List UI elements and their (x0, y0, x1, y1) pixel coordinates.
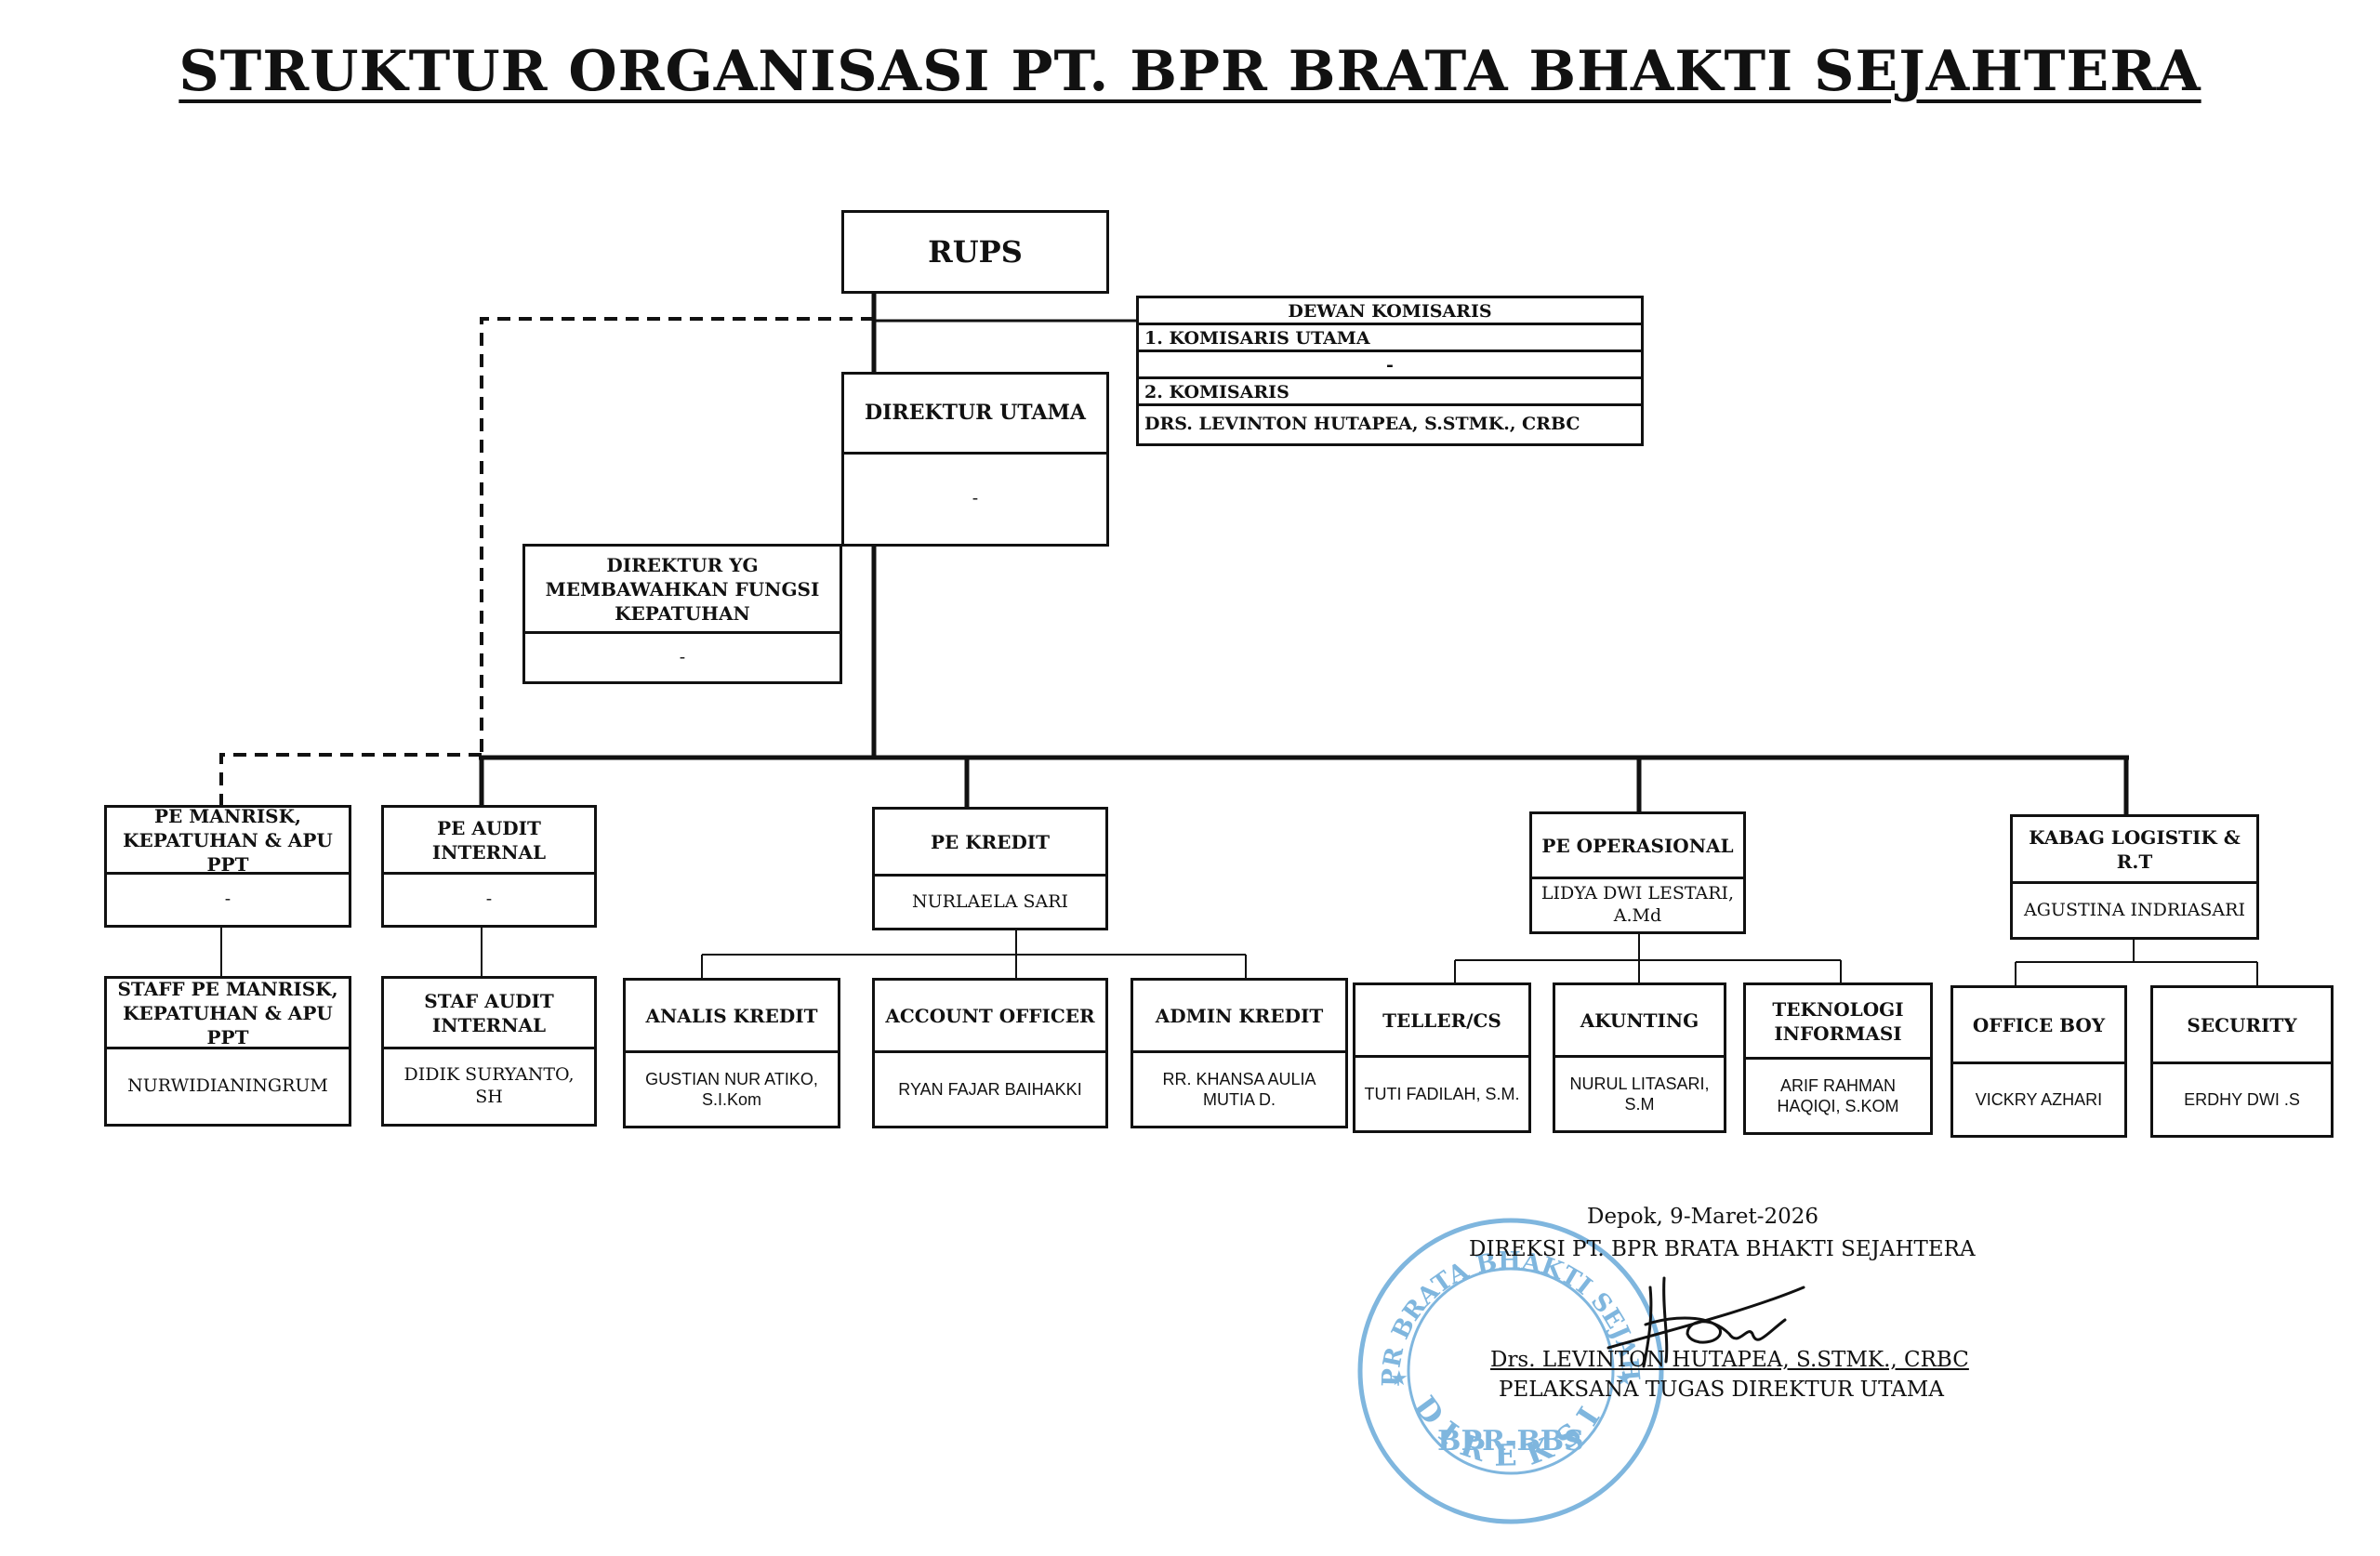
stamp-star-icon: ★ (1615, 1367, 1633, 1391)
pe-audit-internal-name: - (485, 889, 493, 910)
teknologi-informasi-name: ARIF RAHMAN HAQIQI, S.KOM (1777, 1075, 1899, 1116)
akunting-title: AKUNTING (1555, 985, 1724, 1058)
stamp-star-icon: ★ (1390, 1367, 1408, 1391)
teller-cs-name: TUTI FADILAH, S.M. (1364, 1084, 1520, 1103)
pe-audit-internal-title: PE AUDIT INTERNAL (384, 808, 594, 875)
staf-audit-name: DIDIK SURYANTO, SH (403, 1064, 575, 1107)
security-name: ERDHY DWI .S (2184, 1089, 2300, 1109)
pe-kredit-title: PE KREDIT (875, 810, 1105, 877)
pe-manrisk-title: PE MANRISK, KEPATUHAN & APU PPT (107, 805, 349, 876)
staff-manrisk-box: STAFF PE MANRISK, KEPATUHAN & APU PPT NU… (104, 976, 351, 1127)
rups-box: RUPS (841, 210, 1109, 294)
direktur-kepatuhan-title: DIREKTUR YG MEMBAWAHKAN FUNGSI KEPATUHAN (525, 547, 840, 634)
signature-name: Drs. LEVINTON HUTAPEA, S.STMK., CRBC (1490, 1348, 1969, 1372)
analis-kredit-box: ANALIS KREDIT GUSTIAN NUR ATIKO, S.I.Kom (623, 978, 840, 1128)
account-officer-title: ACCOUNT OFFICER (875, 981, 1105, 1053)
office-boy-name: VICKRY AZHARI (1975, 1089, 2103, 1109)
kabag-logistik-title: KABAG LOGISTIK & R.T (2013, 817, 2256, 884)
komisaris-utama-label: 1. KOMISARIS UTAMA (1139, 325, 1641, 352)
admin-kredit-title: ADMIN KREDIT (1133, 981, 1345, 1053)
pe-kredit-name: NURLAELA SARI (911, 890, 1069, 912)
pe-audit-internal-box: PE AUDIT INTERNAL - (381, 805, 597, 928)
dewan-komisaris-header: DEWAN KOMISARIS (1139, 298, 1641, 325)
stamp-center-text: BPR-BBS (1437, 1425, 1584, 1457)
handwritten-signature (1606, 1276, 1805, 1368)
komisaris-name: DRS. LEVINTON HUTAPEA, S.STMK., CRBC (1144, 414, 1580, 434)
account-officer-box: ACCOUNT OFFICER RYAN FAJAR BAIHAKKI (872, 978, 1108, 1128)
signature-org: DIREKSI PT. BPR BRATA BHAKTI SEJAHTERA (1469, 1237, 1976, 1261)
security-box: SECURITY ERDHY DWI .S (2150, 985, 2334, 1138)
pe-kredit-box: PE KREDIT NURLAELA SARI (872, 807, 1108, 930)
komisaris-label: 2. KOMISARIS (1139, 379, 1641, 406)
pe-manrisk-box: PE MANRISK, KEPATUHAN & APU PPT - (104, 805, 351, 928)
staf-audit-box: STAF AUDIT INTERNAL DIDIK SURYANTO, SH (381, 976, 597, 1127)
komisaris-utama-name: - (1139, 352, 1641, 379)
teller-cs-box: TELLER/CS TUTI FADILAH, S.M. (1353, 982, 1531, 1133)
signature-place-date: Depok, 9-Maret-2026 (1587, 1205, 1819, 1229)
analis-kredit-title: ANALIS KREDIT (626, 981, 838, 1053)
analis-kredit-name: GUSTIAN NUR ATIKO, S.I.Kom (645, 1069, 818, 1110)
security-title: SECURITY (2153, 988, 2331, 1064)
staf-audit-title: STAF AUDIT INTERNAL (384, 979, 594, 1049)
direktur-kepatuhan-name: - (679, 646, 686, 667)
pe-operasional-name: LIDYA DWI LESTARI, A.Md (1540, 883, 1735, 926)
kabag-logistik-box: KABAG LOGISTIK & R.T AGUSTINA INDRIASARI (2010, 814, 2259, 940)
admin-kredit-box: ADMIN KREDIT RR. KHANSA AULIA MUTIA D. (1130, 978, 1348, 1128)
signature-role: PELAKSANA TUGAS DIREKTUR UTAMA (1499, 1378, 1944, 1402)
office-boy-box: OFFICE BOY VICKRY AZHARI (1950, 985, 2127, 1138)
staff-manrisk-title: STAFF PE MANRISK, KEPATUHAN & APU PPT (107, 978, 349, 1049)
direktur-utama-title: DIREKTUR UTAMA (844, 375, 1106, 455)
pe-operasional-title: PE OPERASIONAL (1532, 814, 1743, 879)
page-title: STRUKTUR ORGANISASI PT. BPR BRATA BHAKTI… (178, 39, 2202, 104)
staff-manrisk-name: NURWIDIANINGRUM (127, 1075, 328, 1097)
akunting-name: NURUL LITASARI, S.M (1569, 1074, 1710, 1114)
pe-manrisk-name: - (224, 889, 231, 910)
teller-cs-title: TELLER/CS (1355, 985, 1528, 1058)
pe-operasional-box: PE OPERASIONAL LIDYA DWI LESTARI, A.Md (1529, 811, 1746, 934)
teknologi-informasi-title: TEKNOLOGI INFORMASI (1746, 985, 1930, 1060)
account-officer-name: RYAN FAJAR BAIHAKKI (898, 1079, 1082, 1099)
teknologi-informasi-box: TEKNOLOGI INFORMASI ARIF RAHMAN HAQIQI, … (1743, 982, 1933, 1135)
company-stamp: PT. BPR BRATA BHAKTI SEJAHTERA BPR-BBS D… (1353, 1213, 1664, 1524)
direktur-kepatuhan-box: DIREKTUR YG MEMBAWAHKAN FUNGSI KEPATUHAN… (522, 544, 842, 684)
kabag-logistik-name: AGUSTINA INDRIASARI (2024, 899, 2245, 920)
admin-kredit-name: RR. KHANSA AULIA MUTIA D. (1162, 1069, 1316, 1110)
office-boy-title: OFFICE BOY (1953, 988, 2124, 1064)
akunting-box: AKUNTING NURUL LITASARI, S.M (1553, 982, 1726, 1133)
direktur-utama-box: DIREKTUR UTAMA - (841, 372, 1109, 547)
rups-label: RUPS (928, 234, 1023, 270)
dewan-komisaris-table: DEWAN KOMISARIS 1. KOMISARIS UTAMA - 2. … (1136, 296, 1644, 446)
direktur-utama-name: - (972, 488, 979, 509)
